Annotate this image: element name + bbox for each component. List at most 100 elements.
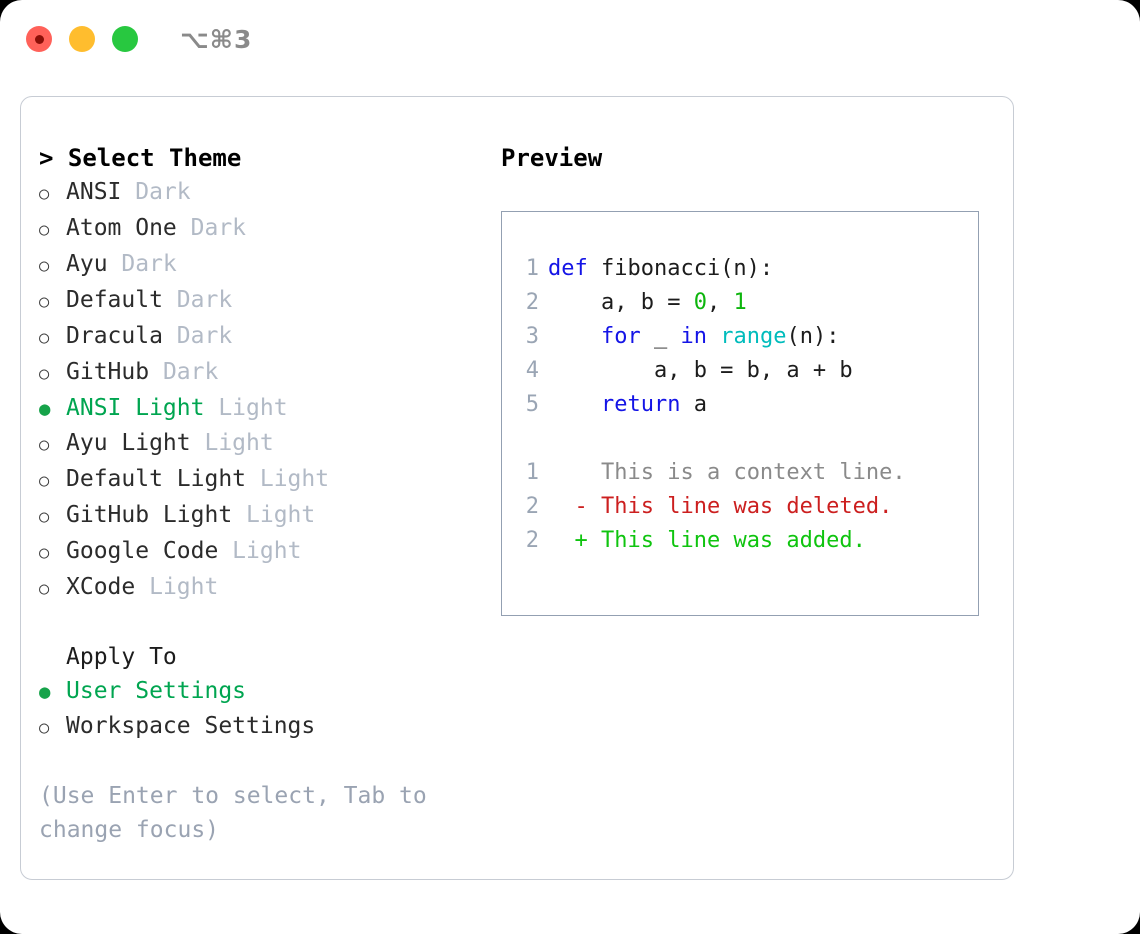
theme-variant-tag: Dark (162, 323, 233, 349)
apply-to-item[interactable]: ● User Settings (39, 674, 499, 709)
line-number: 1 (525, 460, 539, 485)
radio-unselected-icon: ○ (39, 328, 50, 348)
theme-list-item[interactable]: ○ Google Code Light (39, 534, 499, 570)
line-number: 1 (525, 256, 539, 281)
theme-name: Dracula (66, 323, 163, 349)
apply-to-label: User Settings (66, 678, 247, 704)
code-token: return (600, 392, 681, 417)
code-line: 1 def fibonacci(n): (514, 252, 978, 286)
code-token: a, b = (548, 290, 694, 315)
theme-list-item[interactable]: ●ANSI Light Light (39, 391, 499, 426)
radio-selected-icon: ● (39, 398, 51, 420)
code-token: a (680, 392, 707, 417)
code-token: 0 (693, 290, 707, 315)
code-token (707, 324, 720, 349)
radio-unselected-icon: ○ (39, 471, 50, 491)
list-spacer (39, 606, 499, 640)
code-line: 3 for _ in range(n): (514, 320, 978, 354)
theme-selection-column: > Select Theme ○ANSI Dark○Atom One Dark○… (39, 141, 499, 847)
code-text: return a (548, 388, 707, 422)
theme-list-item[interactable]: ○Ayu Light Light (39, 426, 499, 462)
title-bar: ⌥⌘3 (0, 0, 1140, 78)
radio-unselected-icon: ○ (39, 184, 50, 204)
theme-name: Atom One (66, 215, 177, 241)
line-number: 2 (525, 494, 539, 519)
diff-text: This line was added. (587, 528, 866, 553)
line-number: 2 (525, 528, 539, 553)
code-text: for _ in range(n): (548, 320, 839, 354)
radio-unselected-icon: ○ (39, 718, 50, 738)
diff-sample: 1 This is a context line.2 - This line w… (514, 456, 978, 558)
code-text: a, b = b, a + b (548, 354, 853, 388)
code-token (548, 324, 601, 349)
code-line: 2 a, b = 0, 1 (514, 286, 978, 320)
theme-variant-tag: Light (218, 538, 302, 564)
theme-variant-tag: Light (135, 574, 219, 600)
theme-list-item[interactable]: ○ Dracula Dark (39, 319, 499, 355)
theme-name: Default Light (66, 466, 247, 492)
theme-name: Ayu Light (66, 430, 191, 456)
radio-unselected-icon: ○ (39, 220, 50, 240)
radio-unselected-icon: ○ (39, 507, 50, 527)
zoom-button[interactable] (112, 26, 138, 52)
window-controls (26, 26, 138, 52)
code-token: (n): (786, 324, 840, 349)
code-line: 5 return a (514, 388, 978, 422)
theme-list-item[interactable]: ○ Atom One Dark (39, 211, 499, 247)
diff-text: This line was deleted. (587, 494, 893, 519)
theme-list-item[interactable]: ○ANSI Dark (39, 175, 499, 211)
theme-list-item[interactable]: ○ Default Light Light (39, 462, 499, 498)
theme-variant-tag: Light (246, 466, 330, 492)
radio-unselected-icon: ○ (39, 364, 50, 384)
apply-to-list[interactable]: ● User Settings ○Workspace Settings (39, 674, 499, 745)
theme-list-item[interactable]: ○XCode Light (39, 570, 499, 606)
keyboard-hint-text: (Use Enter to select, Tab to change focu… (39, 783, 427, 843)
theme-list-item[interactable]: ○GitHub Dark (39, 355, 499, 391)
code-token: range (720, 324, 787, 349)
line-number: 5 (525, 392, 539, 417)
radio-unselected-icon: ○ (39, 579, 50, 599)
theme-variant-tag: Dark (107, 251, 177, 277)
code-token (548, 392, 601, 417)
theme-name: Ayu (66, 251, 108, 277)
apply-to-item[interactable]: ○Workspace Settings (39, 709, 499, 745)
theme-name: Default (66, 287, 163, 313)
theme-variant-tag: Dark (121, 179, 191, 205)
code-text: def fibonacci(n): (548, 252, 773, 286)
theme-list-item[interactable]: ○GitHub Light Light (39, 498, 499, 534)
radio-unselected-icon: ○ (39, 543, 50, 563)
code-token: 1 (733, 290, 747, 315)
theme-variant-tag: Dark (176, 215, 247, 241)
theme-list-item[interactable]: ○Default Dark (39, 283, 499, 319)
radio-unselected-icon: ○ (39, 256, 50, 276)
minimize-button[interactable] (69, 26, 95, 52)
close-button[interactable] (26, 26, 52, 52)
theme-list-item[interactable]: ○ Ayu Dark (39, 247, 499, 283)
radio-selected-icon: ● (39, 681, 51, 703)
theme-list[interactable]: ○ANSI Dark○Atom One Dark○Ayu Dark○Defaul… (39, 175, 499, 606)
code-text: a, b = 0, 1 (548, 286, 747, 320)
code-token: in (680, 324, 707, 349)
diff-sign (548, 456, 588, 490)
apply-to-header: Apply To (66, 644, 177, 670)
radio-unselected-icon: ○ (39, 292, 50, 312)
theme-name: ANSI Light (66, 395, 205, 421)
diff-sign: - (548, 494, 588, 519)
code-token: _ (640, 324, 681, 349)
diff-line: 2 + This line was added. (514, 524, 978, 558)
diff-line: 2 - This line was deleted. (514, 490, 978, 524)
theme-picker-panel: > Select Theme ○ANSI Dark○Atom One Dark○… (20, 96, 1014, 880)
radio-unselected-icon: ○ (39, 435, 50, 455)
code-token: def (548, 256, 601, 281)
code-token: fibonacci(n): (600, 256, 774, 281)
diff-line: 1 This is a context line. (514, 456, 978, 490)
line-number: 2 (525, 290, 539, 315)
theme-name: Google Code (66, 538, 219, 564)
code-token: , (706, 290, 734, 315)
line-number: 3 (525, 324, 539, 349)
theme-name: GitHub Light (66, 502, 233, 528)
